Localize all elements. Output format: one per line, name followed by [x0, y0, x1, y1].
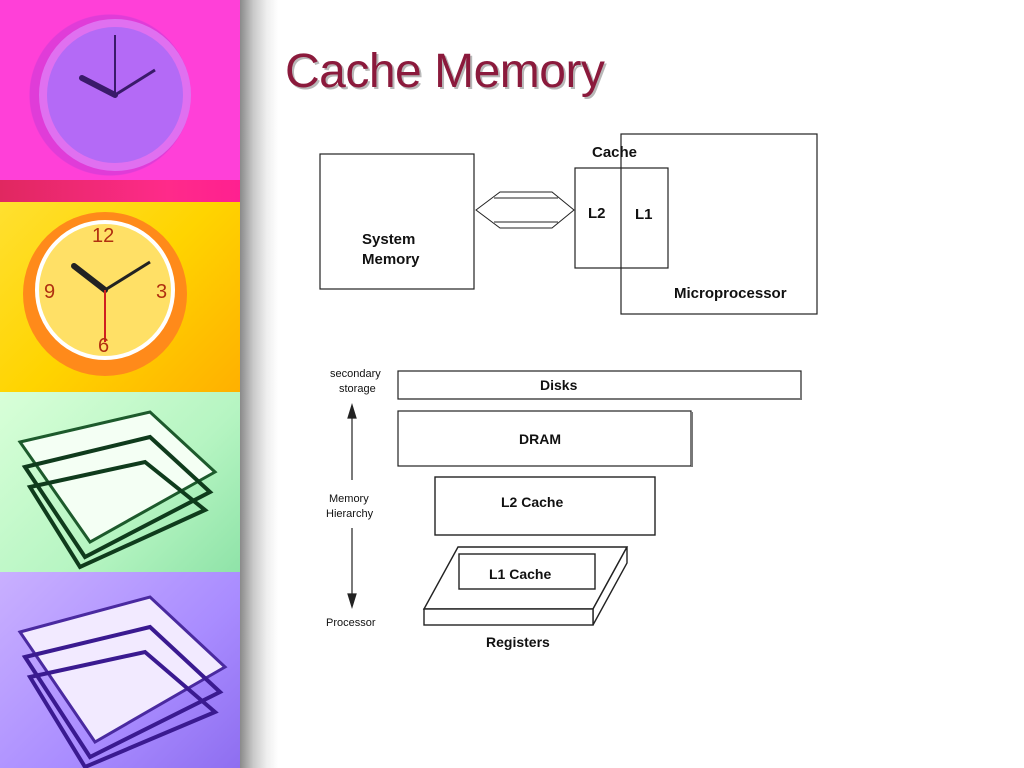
microprocessor-label: Microprocessor: [674, 285, 787, 302]
l2-cache-box: [434, 476, 656, 536]
microprocessor-box: [620, 133, 818, 315]
svg-text:6: 6: [98, 335, 109, 357]
secondary-storage-label-line1: secondary: [330, 368, 381, 380]
strip-shadow: [240, 0, 278, 768]
disks-box: [397, 370, 802, 400]
l1-cache-label: L1 Cache: [489, 566, 551, 582]
yellow-clock-photo: 12 3 6 9: [0, 202, 240, 392]
svg-text:12: 12: [92, 225, 114, 247]
svg-text:3: 3: [156, 281, 167, 303]
purple-clock-photo: [0, 0, 240, 190]
system-memory-box: [319, 153, 475, 290]
system-memory-label-line2: Memory: [362, 251, 420, 268]
l2-label: L2: [588, 205, 606, 222]
slide-title: Cache Memory: [285, 45, 605, 98]
purple-papers-photo: [0, 572, 240, 768]
system-memory-label-line1: System: [362, 231, 415, 248]
hierarchy-arrow: [347, 402, 357, 610]
svg-text:9: 9: [44, 281, 55, 303]
bidirectional-arrow: [475, 191, 575, 229]
dram-box: [397, 410, 692, 467]
decorative-photo-strip: 12 3 6 9: [0, 0, 240, 768]
dram-label: DRAM: [519, 431, 561, 447]
memory-hierarchy-label-line2: Hierarchy: [326, 508, 374, 520]
cache-box: [574, 167, 669, 269]
green-papers-photo: [0, 392, 240, 572]
l1-label: L1: [635, 206, 653, 223]
disks-label: Disks: [540, 377, 578, 393]
cache-label: Cache: [592, 144, 637, 161]
secondary-storage-label-line2: storage: [339, 383, 376, 395]
l1-cache-box: [458, 553, 596, 590]
l2-cache-label: L2 Cache: [501, 494, 563, 510]
pink-band: [0, 180, 240, 202]
memory-hierarchy-label-line1: Memory: [329, 493, 369, 505]
processor-label: Processor: [326, 617, 376, 629]
registers-label: Registers: [486, 634, 550, 650]
